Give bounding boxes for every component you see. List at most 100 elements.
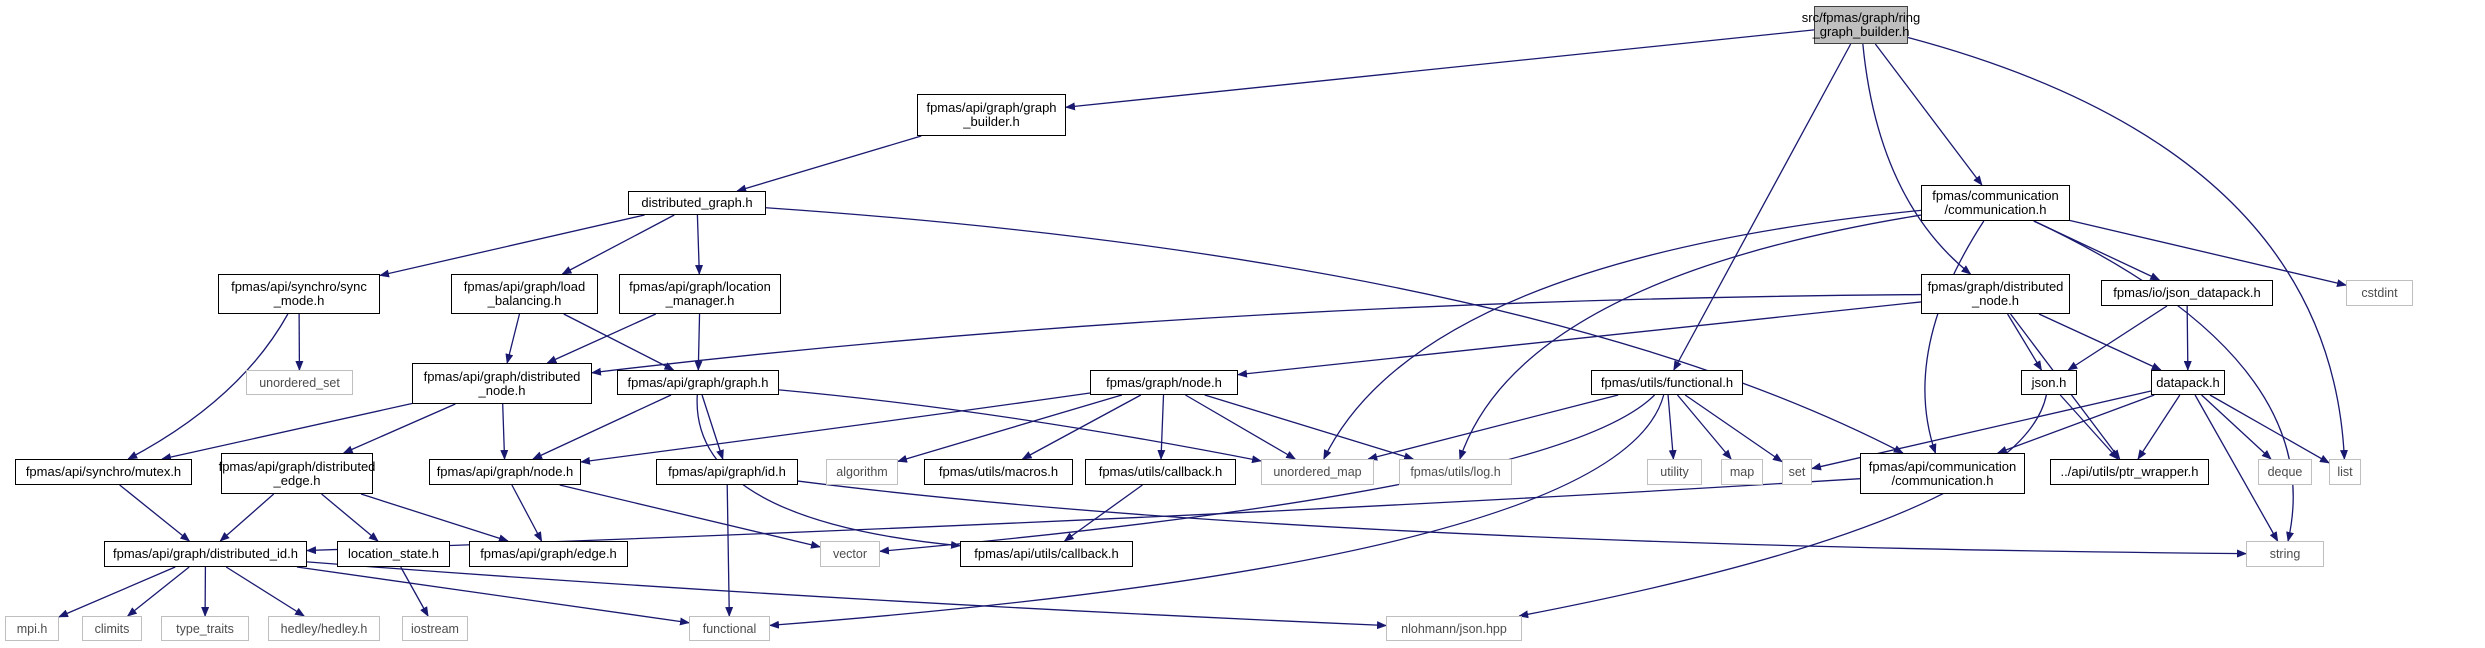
node-sync-mode[interactable]: fpmas/api/synchro/sync _mode.h (218, 274, 380, 314)
node-location-manager[interactable]: fpmas/api/graph/location _manager.h (619, 274, 781, 314)
node-functional: functional (689, 616, 770, 641)
node-communication[interactable]: fpmas/communication /communication.h (1921, 185, 2070, 221)
edge-root-to-comm_comm (1874, 43, 1983, 186)
edge-did-to-climits (126, 566, 190, 617)
edge-datapack-to-list (2209, 394, 2330, 464)
edge-distributed_graph-to-sync_mode (379, 214, 645, 278)
edge-location_state-to-iostream (400, 566, 429, 617)
edge-api_dnode-to-mutex (161, 402, 413, 461)
edge-did-to-functional (296, 566, 690, 626)
node-hedley: hedley/hedley.h (268, 616, 380, 641)
edge-root-to-list (1907, 36, 2348, 460)
node-graph-node[interactable]: fpmas/graph/node.h (1090, 370, 1238, 395)
edge-dedge-to-location_state (321, 493, 379, 542)
edge-datapack-to-api_comm (1996, 394, 2155, 454)
edge-api_comm-to-did (306, 478, 1861, 555)
edge-did-to-hedley (225, 566, 305, 617)
node-utils-functional[interactable]: fpmas/utils/functional.h (1591, 370, 1743, 395)
edge-utils_callback-to-api_callback (1063, 484, 1143, 542)
node-algorithm: algorithm (826, 459, 898, 485)
node-deque: deque (2258, 459, 2312, 485)
node-distributed-edge[interactable]: fpmas/api/graph/distributed _edge.h (219, 453, 375, 494)
edge-comm_comm-to-string (2033, 220, 2294, 542)
edge-dedge-to-edge (360, 493, 509, 543)
node-macros[interactable]: fpmas/utils/macros.h (924, 459, 1073, 485)
edge-dedge-to-did (219, 493, 275, 542)
edge-api_graph-to-api_callback (696, 394, 961, 549)
edge-root-to-graph_dnode (1862, 43, 1972, 275)
node-string: string (2246, 541, 2324, 567)
edge-comm_comm-to-api_comm (1924, 220, 1985, 454)
node-mutex[interactable]: fpmas/api/synchro/mutex.h (15, 459, 192, 485)
node-iostream: iostream (402, 616, 468, 641)
edge-api_id-to-string (797, 480, 2247, 558)
edge-root-to-functional_h (1673, 43, 1852, 371)
node-ring-graph-builder: src/fpmas/graph/ring _graph_builder.h (1802, 6, 1920, 44)
edge-load_balancing-to-api_graph (563, 313, 675, 371)
edge-json_datapack-to-json_h (2067, 305, 2168, 371)
edge-did-to-mpi (58, 566, 176, 618)
edge-functional_h-to-set (1684, 394, 1783, 463)
edge-api_graph-to-api_id (701, 394, 724, 460)
node-graph-builder[interactable]: fpmas/api/graph/graph _builder.h (917, 94, 1066, 136)
edge-location_manager-to-api_graph (694, 313, 703, 371)
node-climits: climits (82, 616, 142, 641)
edge-api_dnode-to-api_node (500, 403, 509, 460)
edge-graph_dnode-to-datapack (2038, 313, 2162, 371)
edge-api_graph-to-unordered_map (778, 389, 1262, 464)
node-datapack[interactable]: datapack.h (2151, 370, 2225, 395)
node-distributed-graph[interactable]: distributed_graph.h (628, 191, 766, 215)
node-api-id[interactable]: fpmas/api/graph/id.h (656, 459, 798, 485)
edge-graph_node-to-algorithm (897, 394, 1123, 463)
node-log: fpmas/utils/log.h (1399, 459, 1512, 485)
edge-api_graph-to-api_node (532, 394, 672, 460)
node-api-distributed-node[interactable]: fpmas/api/graph/distributed _node.h (412, 363, 592, 404)
edge-graph_node-to-api_node (580, 392, 1091, 465)
node-location-state[interactable]: location_state.h (337, 541, 450, 567)
edge-json_datapack-to-datapack (2183, 305, 2192, 371)
edge-did-to-json_hpp (306, 561, 1387, 630)
edge-graph_dnode-to-api_dnode (591, 293, 1922, 376)
node-utils-callback[interactable]: fpmas/utils/callback.h (1085, 459, 1236, 485)
node-mpi: mpi.h (5, 616, 59, 641)
edge-datapack-to-ptr_wrapper (2137, 394, 2181, 460)
node-unordered-map: unordered_map (1261, 459, 1374, 485)
node-unordered-set: unordered_set (246, 370, 353, 395)
edge-graph_node-to-utils_callback (1157, 394, 1166, 460)
node-json-hpp: nlohmann/json.hpp (1386, 616, 1522, 641)
node-api-communication[interactable]: fpmas/api/communication /communication.h (1860, 453, 2025, 494)
node-utility: utility (1647, 459, 1702, 485)
edge-distributed_graph-to-load_balancing (561, 214, 675, 275)
node-api-node[interactable]: fpmas/api/graph/node.h (429, 459, 581, 485)
edge-load_balancing-to-api_dnode (505, 313, 521, 364)
edge-comm_comm-to-log (1458, 214, 1922, 460)
edge-functional_h-to-map (1676, 394, 1732, 460)
dependency-edges (58, 29, 2348, 630)
edge-api_id-to-functional (725, 484, 734, 617)
node-edge[interactable]: fpmas/api/graph/edge.h (469, 541, 628, 567)
node-load-balancing[interactable]: fpmas/api/graph/load _balancing.h (451, 274, 598, 314)
edge-api_dnode-to-dedge (342, 403, 456, 454)
node-json-datapack[interactable]: fpmas/io/json_datapack.h (2101, 280, 2273, 306)
node-api-graph[interactable]: fpmas/api/graph/graph.h (617, 370, 779, 395)
node-graph-distributed-node[interactable]: fpmas/graph/distributed _node.h (1921, 274, 2070, 314)
edge-api_node-to-edge (511, 484, 543, 542)
edge-graph_node-to-unordered_map (1185, 394, 1297, 460)
edge-functional_h-to-functional (769, 394, 1665, 629)
edge-graph_node-to-log (1204, 394, 1415, 461)
edge-datapack-to-string (2194, 394, 2279, 542)
node-api-callback[interactable]: fpmas/api/utils/callback.h (960, 541, 1133, 567)
node-json-h[interactable]: json.h (2021, 370, 2077, 395)
edge-json_h-to-ptr_wrapper (2059, 394, 2119, 460)
node-distributed-id[interactable]: fpmas/api/graph/distributed_id.h (104, 541, 307, 567)
edge-graph_node-to-macros (1021, 394, 1142, 460)
node-type-traits: type_traits (161, 616, 249, 641)
edge-api_node-to-vector (559, 484, 821, 549)
node-list: list (2329, 459, 2361, 485)
edge-distributed_graph-to-location_manager (695, 214, 704, 275)
edge-root-to-graph_builder (1065, 29, 1815, 111)
edge-comm_comm-to-unordered_map (1323, 209, 1922, 460)
edge-functional_h-to-utility (1667, 394, 1677, 460)
node-ptr-wrapper[interactable]: ../api/utils/ptr_wrapper.h (2050, 459, 2209, 485)
